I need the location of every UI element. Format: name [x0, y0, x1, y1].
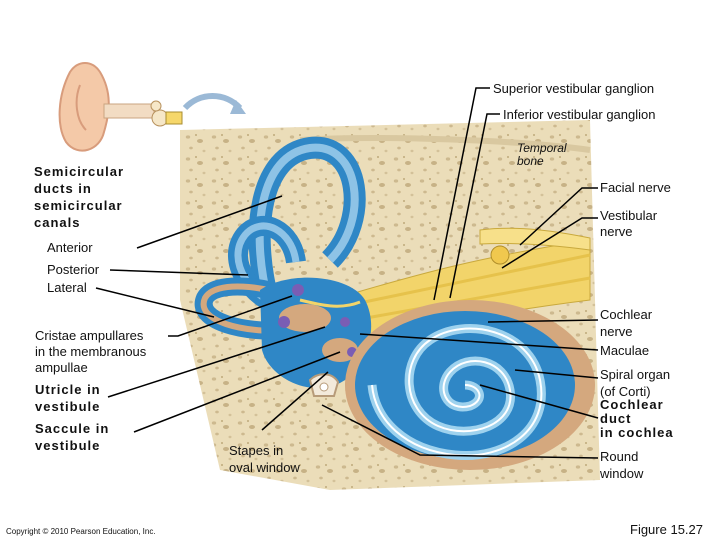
label-superior-vestibular-ganglion: Superior vestibular ganglion: [493, 81, 655, 96]
figure-number: Figure 15.27: [630, 522, 703, 537]
facial-nerve-shape: [479, 227, 591, 251]
label-temporal-bone: Temporal bone: [517, 141, 567, 168]
label-maculae: Maculae: [600, 343, 650, 358]
label-cochlear-nerve: Cochlear nerve: [600, 307, 653, 339]
cochlea: [345, 300, 595, 470]
ganglion-icon: [490, 245, 510, 265]
label-cochlear-duct: Cochlear duct in cochlea: [600, 397, 674, 440]
utricle-shape: [279, 304, 331, 332]
semicircular-canals: [194, 136, 366, 340]
stapes: [308, 373, 340, 397]
label-spiral-organ: Spiral organ (of Corti): [600, 367, 671, 399]
ear-inset: [58, 62, 246, 152]
outer-ear-icon: [58, 62, 110, 152]
copyright-notice: Copyright © 2010 Pearson Education, Inc.: [6, 527, 156, 536]
label-facial-nerve: Facial nerve: [600, 180, 671, 195]
label-anterior: Anterior: [47, 240, 93, 255]
label-cristae-ampullares: Cristae ampullares in the membranous amp…: [35, 328, 147, 375]
label-semicircular-ducts: Semicircular ducts in semicircular canal…: [34, 164, 125, 230]
macula-icon: [340, 317, 350, 327]
label-stapes: Stapes in oval window: [229, 443, 300, 475]
label-round-window: Round window: [600, 449, 644, 481]
crista-icon: [292, 284, 304, 296]
label-saccule: Saccule in vestibule: [35, 421, 110, 453]
arrow-icon: [182, 93, 243, 111]
label-utricle: Utricle in vestibule: [35, 382, 101, 414]
label-posterior: Posterior: [47, 262, 100, 277]
label-lateral: Lateral: [47, 280, 87, 295]
leader-lines: [95, 87, 599, 459]
label-vestibular-nerve: Vestibular nerve: [600, 208, 658, 239]
label-inferior-vestibular-ganglion: Inferior vestibular ganglion: [503, 107, 656, 122]
